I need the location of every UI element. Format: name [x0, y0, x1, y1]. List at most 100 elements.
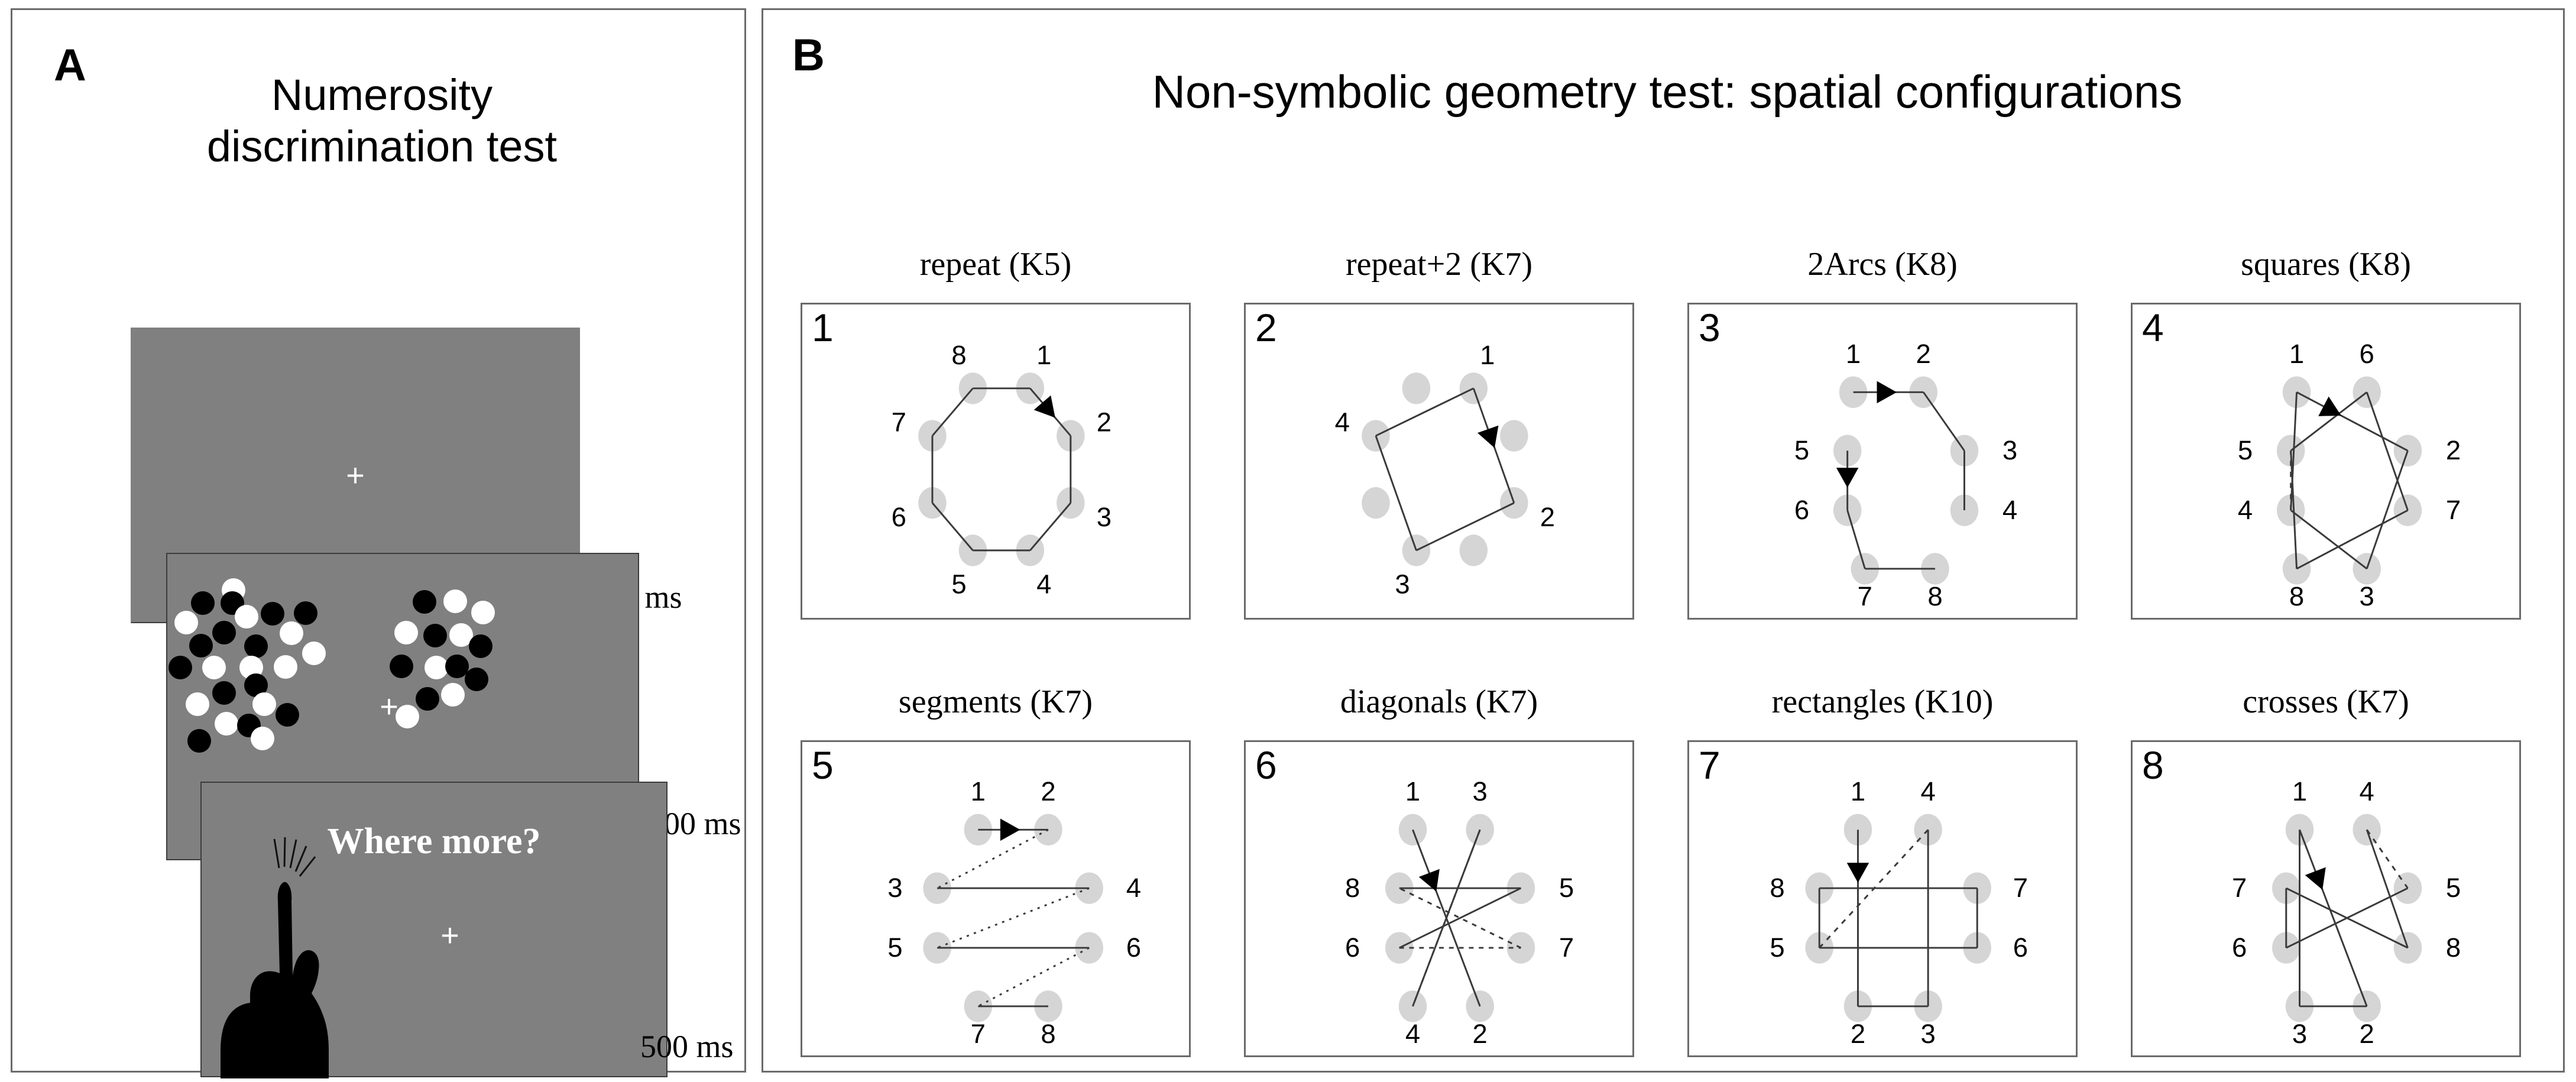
- grid-node: [923, 872, 951, 904]
- path-segment: [1412, 829, 1481, 1007]
- node-label: 1: [1846, 339, 1861, 369]
- node-label: 2: [1473, 1019, 1488, 1049]
- grid-node: [923, 932, 951, 964]
- panel-b-title: Non-symbolic geometry test: spatial conf…: [1152, 66, 2183, 118]
- white-dot: [235, 605, 258, 629]
- node-label: 2: [1041, 776, 1055, 806]
- panel-a-title: Numerosity discrimination test: [83, 69, 681, 173]
- node-label: 1: [1851, 776, 1865, 806]
- config-label-8: crosses (K7): [2243, 683, 2409, 720]
- path-segment: [2290, 391, 2368, 452]
- node-label: 6: [1794, 495, 1809, 525]
- path-segment: [2290, 451, 2298, 569]
- path-segment: [1375, 435, 1417, 551]
- node-label: 1: [2292, 776, 2307, 806]
- path-segment: [1415, 502, 1515, 552]
- black-dot: [413, 590, 436, 614]
- node-label: 3: [2360, 581, 2374, 611]
- config-label-7: rectangles (K10): [1771, 683, 1994, 720]
- node-label: 3: [2003, 435, 2017, 465]
- octagon-node: [1921, 553, 1949, 585]
- octagon-node: [1402, 372, 1431, 404]
- node-label: 5: [1794, 435, 1809, 465]
- grid-node: [1034, 990, 1062, 1022]
- duration-label-3: 500 ms: [640, 1029, 734, 1064]
- black-dot: [189, 634, 213, 657]
- node-label: 2: [1540, 502, 1555, 532]
- octagon-node: [2353, 814, 2381, 846]
- node-label: 1: [1036, 340, 1051, 370]
- panel-a-title-line2: discrimination test: [206, 122, 558, 171]
- octagon-node: [1459, 372, 1488, 404]
- white-dot: [443, 589, 467, 613]
- direction-arrow-icon: [1477, 425, 1499, 448]
- node-label: 2: [1851, 1019, 1865, 1049]
- white-dot: [215, 712, 238, 736]
- config-index-5: 5: [812, 743, 834, 787]
- black-dot: [276, 703, 299, 727]
- fixation-cross-icon: +: [346, 458, 365, 493]
- direction-arrow-icon: [2305, 867, 2326, 890]
- white-dot: [441, 683, 465, 707]
- node-label: 4: [1036, 569, 1051, 599]
- black-dot: [423, 624, 447, 647]
- grid-node: [1075, 932, 1103, 964]
- node-label: 8: [1041, 1019, 1055, 1049]
- path-segment: [2290, 509, 2368, 570]
- config-index-4: 4: [2142, 306, 2164, 349]
- white-dot: [251, 727, 274, 750]
- direction-arrow-icon: [1846, 863, 1869, 883]
- node-label: 7: [971, 1019, 986, 1049]
- node-label: 8: [2289, 581, 2304, 611]
- white-dot: [425, 656, 448, 679]
- config-index-7: 7: [1699, 743, 1720, 787]
- panel-a-title-line1: Numerosity: [271, 70, 493, 119]
- node-label: 7: [2013, 873, 2028, 903]
- path-segment: [2290, 392, 2298, 511]
- white-dot: [394, 621, 418, 644]
- node-label: 3: [1395, 569, 1409, 599]
- node-label: 4: [2238, 495, 2253, 525]
- octagon-node: [1839, 376, 1868, 409]
- path-segment: [937, 829, 1049, 889]
- node-label: 6: [2360, 339, 2374, 369]
- node-label: 4: [1126, 873, 1141, 903]
- config-label-1: repeat (K5): [919, 246, 1072, 283]
- path-segment: [1375, 387, 1474, 437]
- node-label: 4: [1920, 776, 1935, 806]
- direction-arrow-icon: [1418, 869, 1440, 892]
- node-label: 4: [1335, 407, 1350, 437]
- black-dot: [212, 621, 236, 644]
- config-index-6: 6: [1255, 743, 1277, 787]
- node-label: 1: [971, 776, 986, 806]
- node-label: 1: [1405, 776, 1420, 806]
- node-label: 3: [1473, 776, 1488, 806]
- path-segment: [1923, 391, 1965, 452]
- white-dot: [396, 705, 419, 728]
- white-dot: [274, 655, 297, 679]
- node-label: 8: [1770, 873, 1784, 903]
- node-label: 5: [887, 932, 902, 963]
- config-label-5: segments (K7): [898, 683, 1093, 720]
- config-index-3: 3: [1699, 306, 1720, 349]
- node-label: 5: [951, 569, 966, 599]
- path-segment: [2366, 391, 2409, 511]
- config-index-1: 1: [812, 306, 834, 349]
- octagon-node: [1385, 932, 1414, 964]
- black-dot: [469, 634, 492, 658]
- pointing-hand-icon: [221, 837, 329, 1078]
